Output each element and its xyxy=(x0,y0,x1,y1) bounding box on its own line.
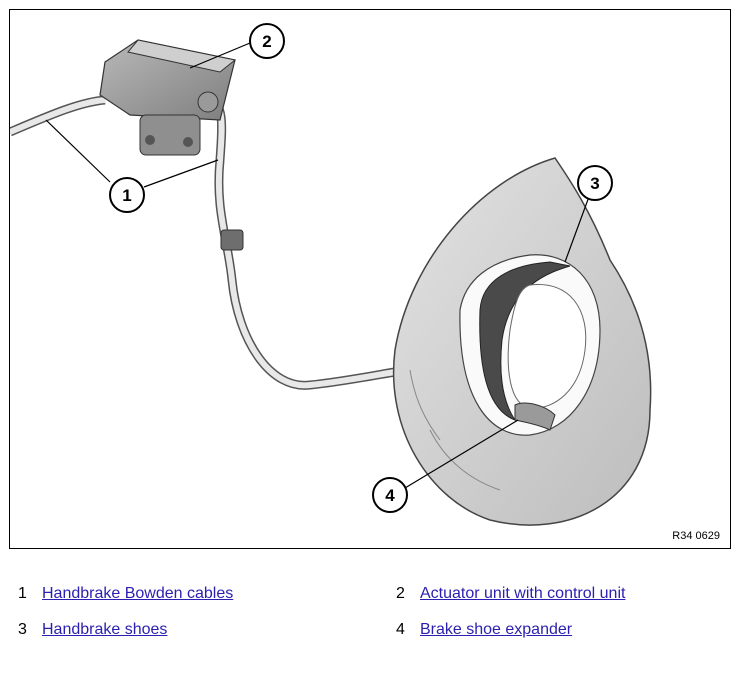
actuator-unit xyxy=(99,39,237,156)
legend-number: 1 xyxy=(18,585,27,602)
callout-2: 2 xyxy=(249,23,285,59)
legend-number: 3 xyxy=(18,621,27,638)
handbrake-shoe-lining xyxy=(479,261,571,422)
callout-1: 1 xyxy=(109,177,145,213)
brake-diagram: 1 2 3 4 xyxy=(10,23,652,526)
callout-4: 4 xyxy=(372,477,408,513)
legend-link-handbrake-shoes[interactable]: Handbrake shoes xyxy=(42,621,168,638)
svg-text:1: 1 xyxy=(122,186,131,205)
cable-grommet xyxy=(220,229,244,251)
legend-link-actuator-unit[interactable]: Actuator unit with control unit xyxy=(420,585,626,602)
brake-shoe-expander xyxy=(514,402,556,431)
svg-text:4: 4 xyxy=(385,486,395,505)
legend-number: 4 xyxy=(396,621,405,638)
brake-backing-plate xyxy=(393,157,652,526)
legend-number: 2 xyxy=(396,585,405,602)
callout-leaders xyxy=(45,42,591,489)
diagram-frame: 1 2 3 4 R34 0629 xyxy=(9,9,731,549)
legend-link-brake-shoe-expander[interactable]: Brake shoe expander xyxy=(420,621,573,638)
svg-text:2: 2 xyxy=(262,32,271,51)
bowden-cable-right xyxy=(207,93,396,390)
bowden-cable-left xyxy=(10,95,106,137)
figure-code: R34 0629 xyxy=(672,530,720,542)
legend-link-handbrake-cables[interactable]: Handbrake Bowden cables xyxy=(42,585,234,602)
callout-3: 3 xyxy=(577,165,613,201)
svg-text:3: 3 xyxy=(590,174,599,193)
